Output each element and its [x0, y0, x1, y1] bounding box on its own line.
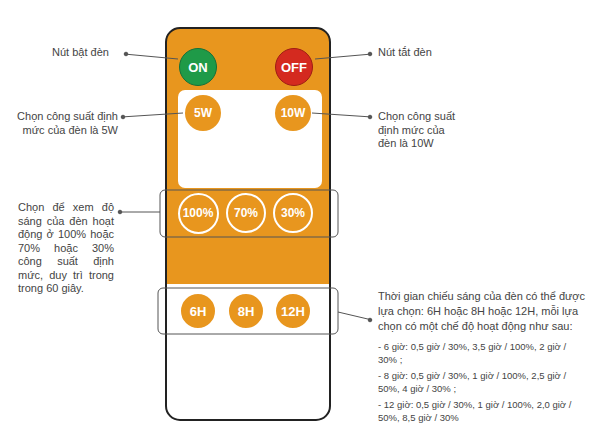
leader-dot: [118, 210, 122, 214]
remote-button: ON: [179, 48, 217, 86]
remote-button: 5W: [185, 95, 221, 131]
bracket: [158, 288, 338, 334]
leader-line: [312, 113, 372, 117]
leader-line: [124, 54, 178, 59]
leader-dot: [368, 115, 372, 119]
bracket: [160, 190, 338, 237]
remote-button: 10W: [275, 95, 311, 131]
remote-outline: [166, 28, 330, 420]
button-label: 10W: [281, 106, 306, 120]
remote-button: 70%: [226, 193, 266, 233]
callout-text: Nút bật đèn: [52, 46, 124, 60]
callout-text: Chọn để xem độ sáng của đèn hoạt động ở …: [18, 201, 114, 296]
button-label: 30%: [281, 206, 305, 220]
leader-dot: [121, 115, 125, 119]
remote-button: 6H: [179, 292, 217, 330]
remote-button: 12H: [274, 292, 312, 330]
white-panel: [178, 90, 322, 188]
callout-text: - 8 giờ: 0,5 giờ / 30%, 1 giờ / 100%, 2,…: [378, 369, 586, 395]
button-label: 8H: [238, 304, 255, 319]
remote-bottom: [166, 284, 330, 420]
button-label: OFF: [281, 60, 307, 75]
button-label: 5W: [194, 106, 212, 120]
remote-button: 100%: [178, 193, 219, 234]
leader-line: [121, 113, 183, 117]
callout-text: Chọn công suất định mức của đèn là 5W: [14, 110, 118, 137]
button-label: 70%: [234, 206, 258, 220]
leader-line: [338, 312, 372, 320]
leader-dot: [368, 318, 372, 322]
text-column: Thời gian chiếu sáng của đèn có thể được…: [378, 289, 586, 424]
remote-button: 30%: [273, 193, 313, 233]
leader-line: [315, 54, 372, 59]
button-label: 100%: [183, 206, 214, 220]
leader-line: [118, 212, 160, 213]
callout-text: Thời gian chiếu sáng của đèn có thể được…: [378, 289, 586, 334]
leader-dot: [368, 52, 372, 56]
remote-button: OFF: [275, 48, 313, 86]
button-label: 12H: [281, 304, 305, 319]
callout-text: Chọn công suất định mức của đèn là 10W: [378, 110, 460, 151]
remote-button: 8H: [227, 292, 265, 330]
button-label: 6H: [190, 304, 207, 319]
button-label: ON: [188, 60, 208, 75]
callout-text: - 6 giờ: 0,5 giờ / 30%, 3,5 giờ / 100%, …: [378, 340, 586, 366]
callout-text: Nút tắt đèn: [378, 46, 478, 60]
callout-text: - 12 giờ: 0,5 giờ / 30%, 1 giờ / 100%, 2…: [378, 398, 586, 424]
leader-dot: [124, 52, 128, 56]
